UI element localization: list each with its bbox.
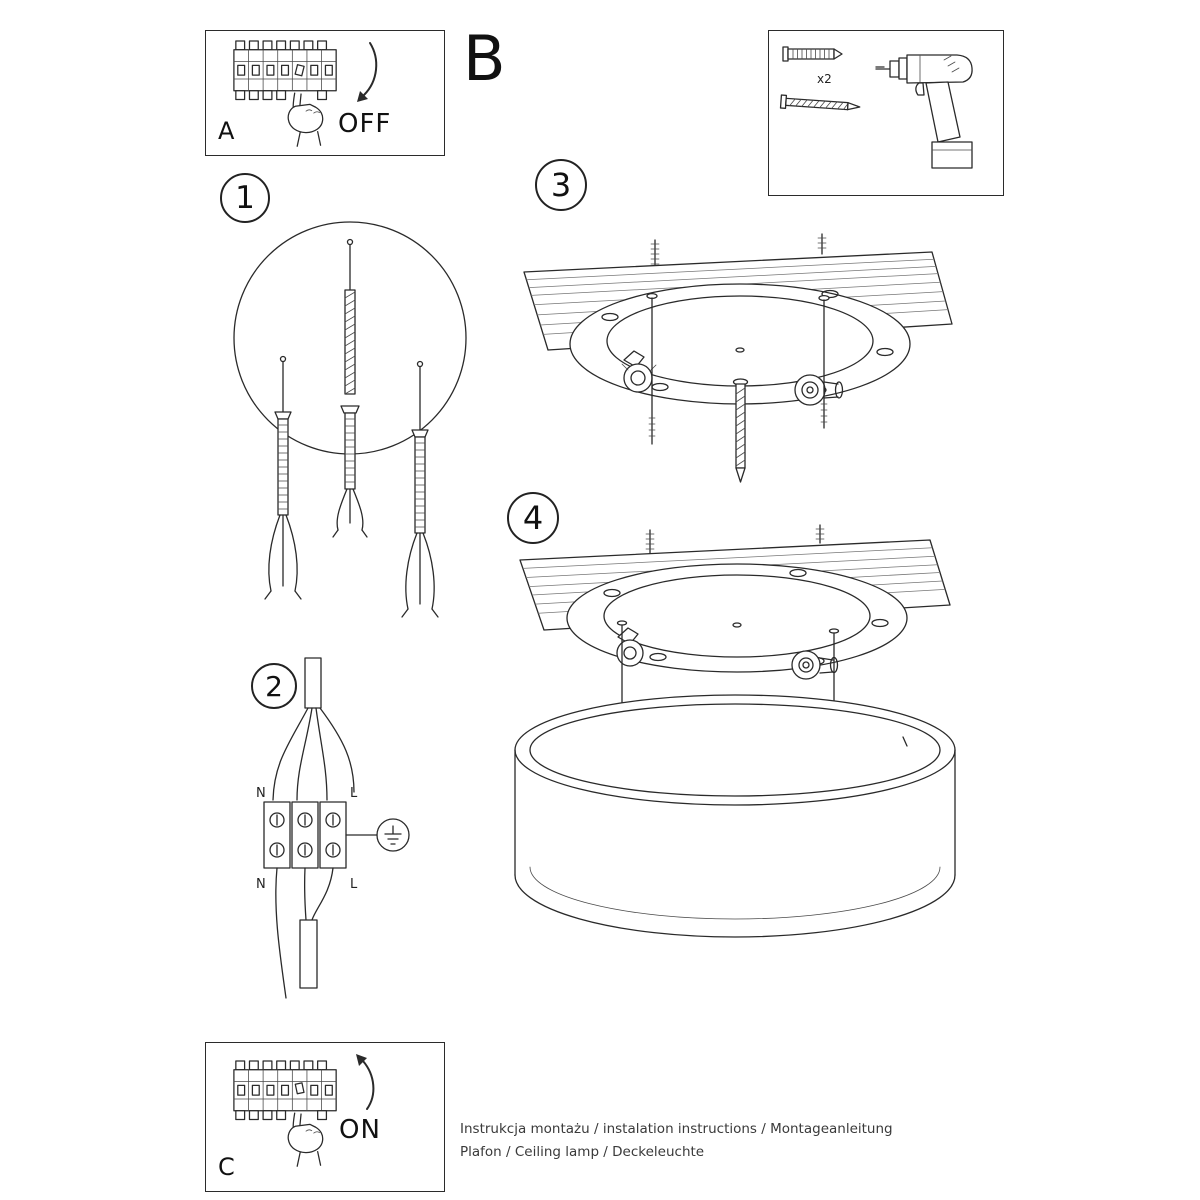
wall-plug-count: x2 bbox=[817, 72, 832, 86]
step-2-wiring-diagram: N L N L bbox=[256, 657, 410, 999]
breaker-switches bbox=[237, 1082, 333, 1096]
hand-icon bbox=[287, 1112, 324, 1167]
on-label: ON bbox=[339, 1115, 381, 1145]
screw-icon bbox=[416, 360, 424, 431]
step-1-anchors-diagram bbox=[233, 221, 467, 618]
lamp-socket-left bbox=[616, 627, 644, 667]
panel-c-label: C bbox=[218, 1153, 235, 1181]
breaker-terminals-top bbox=[235, 1060, 328, 1071]
center-screw bbox=[732, 378, 749, 483]
breaker-terminals-bottom bbox=[235, 1110, 328, 1121]
panel-b-label: B bbox=[463, 22, 506, 95]
step-4-number: 4 bbox=[507, 492, 559, 544]
arrow-up-icon bbox=[356, 1054, 375, 1110]
drill-icon bbox=[875, 54, 973, 169]
breaker-terminals-bottom bbox=[235, 90, 328, 101]
screw-icon bbox=[279, 355, 287, 413]
ring-holes bbox=[601, 289, 894, 395]
ring-center-hole bbox=[732, 622, 742, 628]
power-on-panel: ON C bbox=[205, 1042, 445, 1192]
footer-line-2: Plafon / Ceiling lamp / Deckeleuchte bbox=[460, 1143, 705, 1160]
screw-icon bbox=[779, 94, 861, 111]
screw-icon bbox=[344, 238, 356, 395]
lamp-socket-right bbox=[794, 374, 844, 406]
off-label: OFF bbox=[338, 109, 392, 139]
ring-center-hole bbox=[735, 347, 745, 353]
panel-a-label: A bbox=[218, 117, 235, 145]
arrow-down-icon bbox=[357, 42, 378, 102]
mounting-ring-outer bbox=[566, 563, 908, 673]
lamp-shade-drum bbox=[514, 694, 956, 938]
mounting-ring-inner bbox=[603, 574, 871, 658]
lamp-socket-right bbox=[791, 650, 839, 680]
terminal-block bbox=[263, 801, 347, 869]
step-1-number: 1 bbox=[220, 173, 270, 223]
wall-plug-icon bbox=[782, 46, 843, 62]
tools-panel: x2 bbox=[768, 30, 1004, 196]
circuit-breaker-icon bbox=[233, 1060, 337, 1167]
step-3-number: 3 bbox=[535, 159, 587, 211]
drill-trigger bbox=[915, 82, 925, 96]
terminal-label-n-top: N bbox=[256, 786, 266, 801]
terminal-label-l-bottom: L bbox=[350, 877, 358, 892]
shade-screw-left bbox=[616, 620, 628, 711]
cable-sheath-bottom bbox=[299, 919, 318, 989]
step-3-mounting-diagram bbox=[523, 233, 953, 483]
mounting-screw-left bbox=[646, 292, 658, 445]
wall-plug-icon bbox=[264, 411, 302, 600]
step-4-shade-diagram bbox=[514, 524, 956, 938]
circuit-breaker-icon bbox=[233, 40, 337, 147]
power-off-panel: OFF A bbox=[205, 30, 445, 156]
drill-handle bbox=[925, 81, 961, 143]
footer-line-1: Instrukcja montażu / instalation instruc… bbox=[460, 1121, 893, 1137]
footer: Instrukcja montażu / instalation instruc… bbox=[460, 1118, 893, 1164]
ground-symbol-icon bbox=[376, 818, 410, 852]
breaker-switches bbox=[237, 64, 333, 77]
wires-bottom bbox=[275, 867, 334, 999]
tools-illustration: x2 bbox=[779, 46, 973, 169]
drill-battery bbox=[931, 141, 973, 169]
wires-top bbox=[272, 707, 355, 801]
lamp-socket-left bbox=[621, 350, 657, 393]
shade-screw-right bbox=[828, 628, 840, 704]
wall-plug-icon bbox=[332, 405, 368, 538]
mounting-screw-right bbox=[818, 294, 830, 429]
terminal-label-l-top: L bbox=[350, 786, 358, 801]
cable-sheath-top bbox=[304, 657, 322, 709]
breaker-terminals-top bbox=[235, 40, 328, 51]
terminal-label-n-bottom: N bbox=[256, 877, 266, 892]
step-2-number: 2 bbox=[251, 663, 297, 709]
wall-plug-icon bbox=[401, 429, 439, 618]
hand-icon bbox=[287, 92, 324, 147]
